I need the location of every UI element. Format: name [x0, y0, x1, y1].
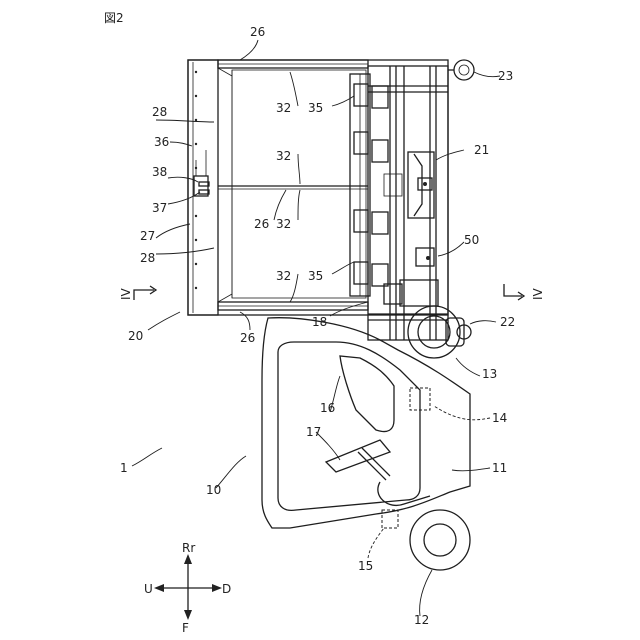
roof-unit	[188, 60, 474, 340]
label-13: 13	[482, 367, 497, 381]
label-14: 14	[492, 411, 507, 425]
section-label-right: IV	[531, 287, 545, 300]
label-20: 20	[128, 329, 143, 343]
label-16: 16	[320, 401, 335, 415]
window-opening	[278, 342, 420, 510]
section-mark-right: IV	[504, 284, 545, 300]
label-26-top: 26	[250, 25, 265, 39]
compass-right-label: D	[222, 582, 231, 596]
label-21: 21	[474, 143, 489, 157]
bracket-50	[416, 248, 434, 266]
panel-area	[232, 70, 366, 298]
label-37: 37	[152, 201, 167, 215]
label-28-lower: 28	[140, 251, 155, 265]
vehicle-body	[262, 318, 470, 528]
compass-up-label: Rr	[182, 541, 195, 555]
label-17: 17	[306, 425, 321, 439]
tilt-mechanism	[384, 152, 434, 218]
label-35-upper: 35	[308, 101, 323, 115]
roller-23	[454, 60, 474, 80]
label-10: 10	[206, 483, 221, 497]
label-32-a: 32	[276, 101, 291, 115]
label-50: 50	[464, 233, 479, 247]
label-32-c: 32	[276, 217, 291, 231]
compass-down-label: F	[182, 621, 189, 635]
label-26-bottom: 26	[240, 331, 255, 345]
left-rail-strip	[188, 60, 218, 315]
compass-left-label: U	[144, 582, 153, 596]
label-26-middle: 26	[254, 217, 269, 231]
section-label-left: IV	[119, 287, 133, 300]
label-32-d: 32	[276, 269, 291, 283]
vehicle-outline	[262, 318, 470, 528]
figure-label: 図2	[104, 11, 124, 25]
label-36: 36	[154, 135, 169, 149]
label-35-lower: 35	[308, 269, 323, 283]
label-1: 1	[120, 461, 128, 475]
label-22: 22	[500, 315, 515, 329]
steering-wheel	[326, 440, 390, 480]
label-27: 27	[140, 229, 155, 243]
direction-compass: Rr F U D	[144, 541, 231, 635]
seat	[340, 356, 394, 432]
label-32-b: 32	[276, 149, 291, 163]
label-38: 38	[152, 165, 167, 179]
section-mark-left: IV	[119, 286, 156, 300]
label-15: 15	[358, 559, 373, 573]
label-28-upper: 28	[152, 105, 167, 119]
label-11: 11	[492, 461, 507, 475]
label-18: 18	[312, 315, 327, 329]
front-wheel	[410, 510, 470, 570]
label-23: 23	[498, 69, 513, 83]
label-12: 12	[414, 613, 429, 627]
